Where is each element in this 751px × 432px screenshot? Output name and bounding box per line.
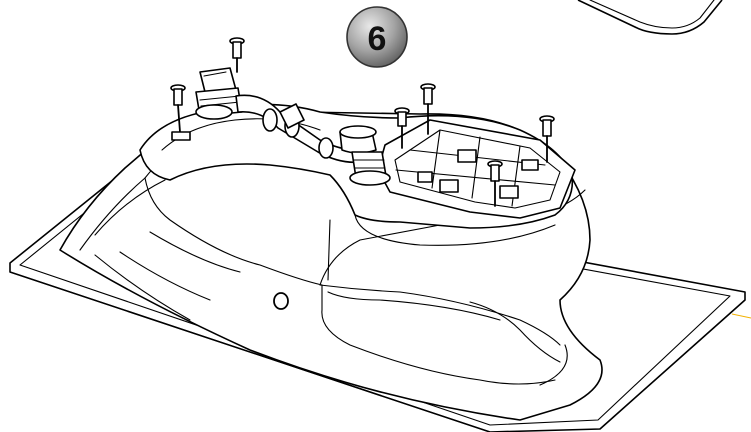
accent-mark (731, 313, 751, 319)
pump-unit-left (195, 67, 243, 120)
step-number: 6 (368, 20, 387, 58)
motor-support-plate (377, 119, 576, 219)
step-badge: 6 (346, 6, 408, 68)
support-foot-6 (487, 160, 503, 207)
valve-unit-centre (339, 125, 391, 186)
circulation-hose (235, 94, 361, 164)
support-foot-1 (229, 37, 245, 73)
support-foot-4 (394, 107, 410, 149)
corner-panel (577, 0, 723, 35)
support-foot-5 (539, 115, 555, 163)
support-foot-3 (420, 83, 436, 135)
support-foot-2 (170, 84, 191, 141)
